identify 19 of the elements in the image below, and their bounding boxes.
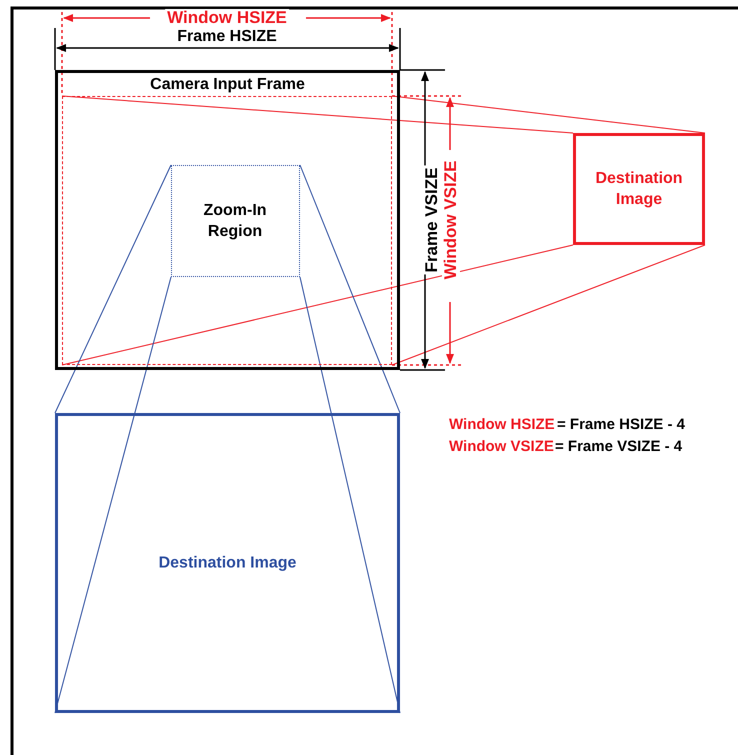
equation-text: Window HSIZE bbox=[449, 416, 555, 434]
node-label: Destination Image bbox=[158, 554, 298, 574]
equation-text: Window VSIZE bbox=[449, 438, 554, 456]
node-label: Zoom-In Region bbox=[202, 200, 268, 242]
projection-line bbox=[300, 276, 400, 714]
projection-line bbox=[392, 244, 706, 366]
node-label: Destination Image bbox=[594, 169, 684, 210]
dimension-label: Window VSIZE bbox=[442, 158, 460, 282]
projection-line bbox=[62, 244, 574, 366]
projection-line bbox=[54, 276, 172, 714]
destination-box bbox=[55, 413, 400, 713]
destination-box bbox=[573, 133, 705, 245]
dimension-label: Frame HSIZE bbox=[177, 28, 277, 46]
projection-line bbox=[300, 164, 400, 414]
equation-text: = Frame VSIZE - 4 bbox=[555, 438, 682, 456]
projection-line bbox=[54, 164, 172, 414]
projection-line bbox=[62, 96, 574, 134]
equation-text: = Frame HSIZE - 4 bbox=[557, 416, 685, 434]
zoom-region-box bbox=[170, 164, 300, 276]
